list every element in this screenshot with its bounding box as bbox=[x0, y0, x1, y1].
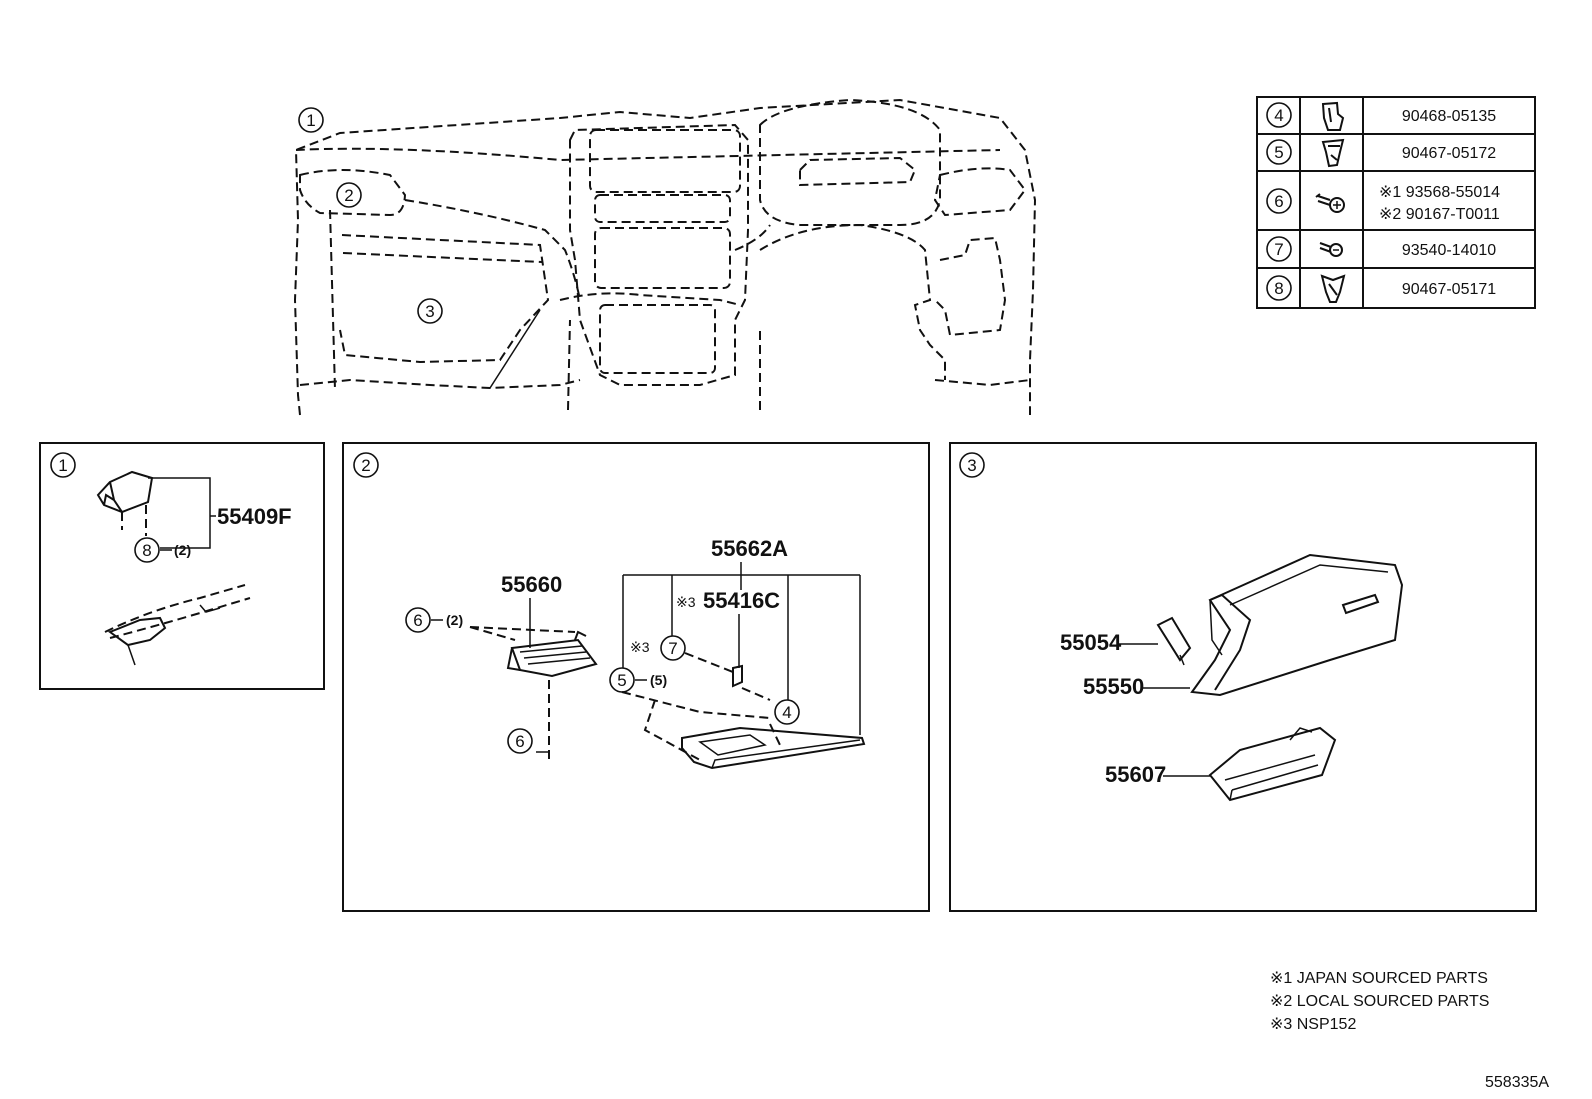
glove-box-inner-drawing bbox=[1208, 726, 1337, 802]
fastener-table: 4 90468-05135 5 90467-05172 6 ※1 93568-5… bbox=[1256, 96, 1536, 309]
svg-text:55662A: 55662A bbox=[711, 536, 788, 561]
svg-text:90467-05171: 90467-05171 bbox=[1402, 281, 1496, 298]
glove-box-drawing bbox=[1190, 553, 1404, 697]
svg-text:※3: ※3 bbox=[676, 594, 696, 610]
svg-text:5: 5 bbox=[1274, 143, 1283, 162]
svg-text:5: 5 bbox=[617, 671, 626, 690]
damper-part-drawing bbox=[1156, 616, 1192, 666]
svg-text:4: 4 bbox=[782, 703, 791, 722]
svg-text:※2 90167-T0011: ※2 90167-T0011 bbox=[1379, 206, 1500, 223]
fastener-row-7: 7 93540-14010 bbox=[1266, 236, 1496, 262]
screw-icon bbox=[1319, 242, 1343, 257]
svg-text:(2): (2) bbox=[174, 542, 191, 558]
svg-text:55416C: 55416C bbox=[703, 588, 780, 613]
cover-part-drawing bbox=[96, 470, 154, 514]
svg-text:7: 7 bbox=[1274, 240, 1283, 259]
svg-text:7: 7 bbox=[668, 639, 677, 658]
svg-text:93540-14010: 93540-14010 bbox=[1402, 242, 1496, 259]
svg-text:90467-05172: 90467-05172 bbox=[1402, 145, 1496, 162]
trim-panel-drawing bbox=[681, 726, 866, 770]
svg-text:4: 4 bbox=[1274, 106, 1283, 125]
svg-text:6: 6 bbox=[515, 732, 524, 751]
panel-2: 2 55660 6 (2) 6 55662A ※3 55416C bbox=[342, 442, 930, 912]
svg-text:※3: ※3 bbox=[630, 639, 650, 655]
svg-text:3: 3 bbox=[967, 456, 976, 475]
clip-icon bbox=[1321, 101, 1345, 131]
clip-icon bbox=[1321, 138, 1345, 168]
diagram-code: 558335A bbox=[1485, 1074, 1549, 1091]
svg-text:6: 6 bbox=[413, 611, 422, 630]
dashboard-outline bbox=[293, 98, 1037, 416]
dashboard-callout-3: 3 bbox=[417, 298, 443, 324]
fastener-row-5: 5 90467-05172 bbox=[1266, 138, 1496, 168]
dashboard-callout-1: 1 bbox=[298, 107, 324, 133]
svg-text:90468-05135: 90468-05135 bbox=[1402, 108, 1496, 125]
svg-text:6: 6 bbox=[1274, 192, 1283, 211]
svg-text:2: 2 bbox=[344, 186, 353, 205]
svg-text:55550: 55550 bbox=[1083, 674, 1144, 699]
fastener-row-8: 8 90467-05171 bbox=[1266, 274, 1496, 303]
note-2: ※2 LOCAL SOURCED PARTS bbox=[1270, 993, 1489, 1010]
svg-text:(2): (2) bbox=[446, 612, 463, 628]
note-3: ※3 NSP152 bbox=[1270, 1016, 1356, 1033]
svg-text:55660: 55660 bbox=[501, 572, 562, 597]
svg-text:2: 2 bbox=[361, 456, 370, 475]
svg-text:55409F: 55409F bbox=[217, 504, 292, 529]
screw-icon bbox=[1315, 193, 1345, 213]
dashboard-callout-2: 2 bbox=[336, 182, 362, 208]
svg-text:8: 8 bbox=[1274, 279, 1283, 298]
footnotes: ※1 JAPAN SOURCED PARTS ※2 LOCAL SOURCED … bbox=[1270, 970, 1489, 1033]
svg-text:(5): (5) bbox=[650, 672, 667, 688]
vent-part-drawing bbox=[506, 630, 598, 678]
note-1: ※1 JAPAN SOURCED PARTS bbox=[1270, 970, 1488, 987]
svg-text:※1 93568-55014: ※1 93568-55014 bbox=[1379, 184, 1500, 201]
fastener-row-6: 6 ※1 93568-55014 ※2 90167-T0011 bbox=[1266, 184, 1500, 223]
panel-1: 1 55409F 8 (2) bbox=[39, 442, 325, 690]
clip-icon bbox=[1320, 274, 1346, 303]
bracket-part-drawing bbox=[732, 664, 743, 688]
svg-text:3: 3 bbox=[425, 302, 434, 321]
svg-text:55054: 55054 bbox=[1060, 630, 1122, 655]
svg-text:8: 8 bbox=[142, 541, 151, 560]
svg-text:1: 1 bbox=[58, 456, 67, 475]
panel-3: 3 55054 55550 55607 bbox=[949, 442, 1537, 912]
svg-text:55607: 55607 bbox=[1105, 762, 1166, 787]
fastener-row-4: 4 90468-05135 bbox=[1266, 101, 1496, 131]
svg-text:1: 1 bbox=[306, 111, 315, 130]
